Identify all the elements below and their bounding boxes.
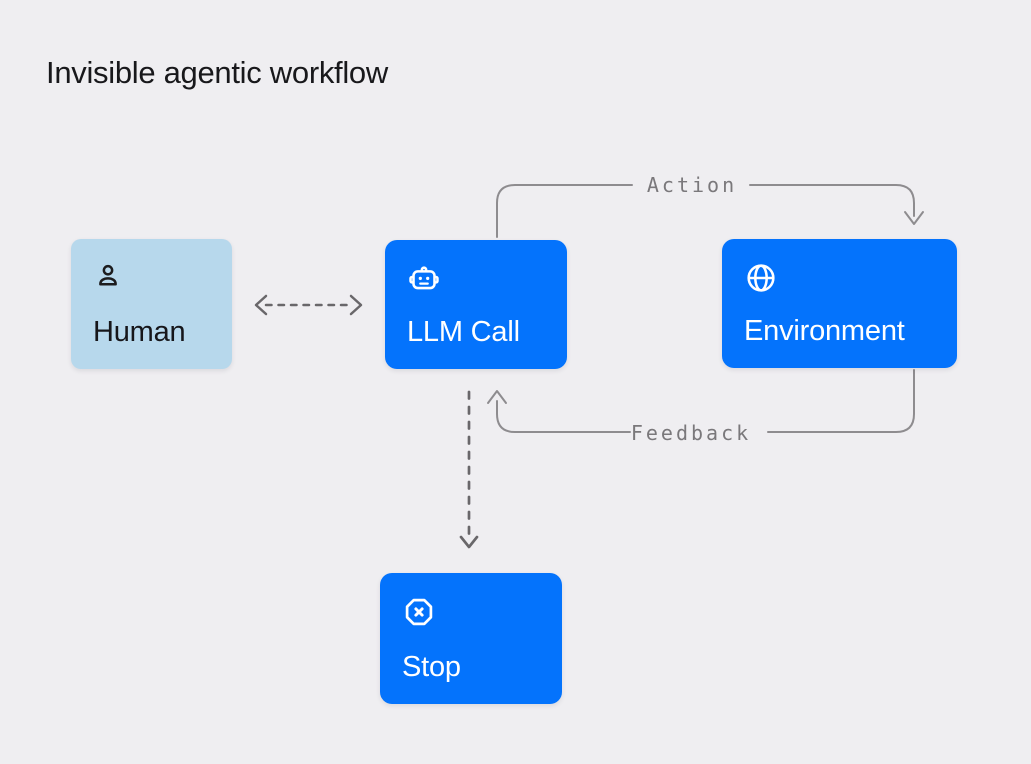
arrowhead-left-icon <box>254 294 268 316</box>
feedback-edge-label: Feedback <box>630 421 752 445</box>
globe-icon <box>747 264 775 292</box>
feedback-arrow <box>487 369 915 433</box>
node-label: LLM Call <box>407 316 520 349</box>
node-label: Human <box>93 316 186 349</box>
arrowhead-down-icon <box>459 535 479 549</box>
arrowhead-right-icon <box>349 294 363 316</box>
node-stop: Stop <box>380 573 562 704</box>
action-edge-label: Action <box>646 173 738 197</box>
node-llm-call: LLM Call <box>385 240 567 369</box>
arrowhead-up-icon <box>487 390 507 404</box>
node-environment: Environment <box>722 239 957 368</box>
node-label: Stop <box>402 651 461 684</box>
node-label: Environment <box>744 315 905 348</box>
robot-icon <box>409 266 439 290</box>
human-llm-dashed-arrow <box>254 294 363 316</box>
action-arrow <box>496 184 924 238</box>
page-title: Invisible agentic workflow <box>46 55 388 90</box>
stop-octagon-icon <box>405 598 433 626</box>
node-human: Human <box>71 239 232 369</box>
llm-stop-dashed-arrow <box>459 390 479 549</box>
arrowhead-down-icon <box>904 211 924 225</box>
person-icon <box>99 264 117 286</box>
